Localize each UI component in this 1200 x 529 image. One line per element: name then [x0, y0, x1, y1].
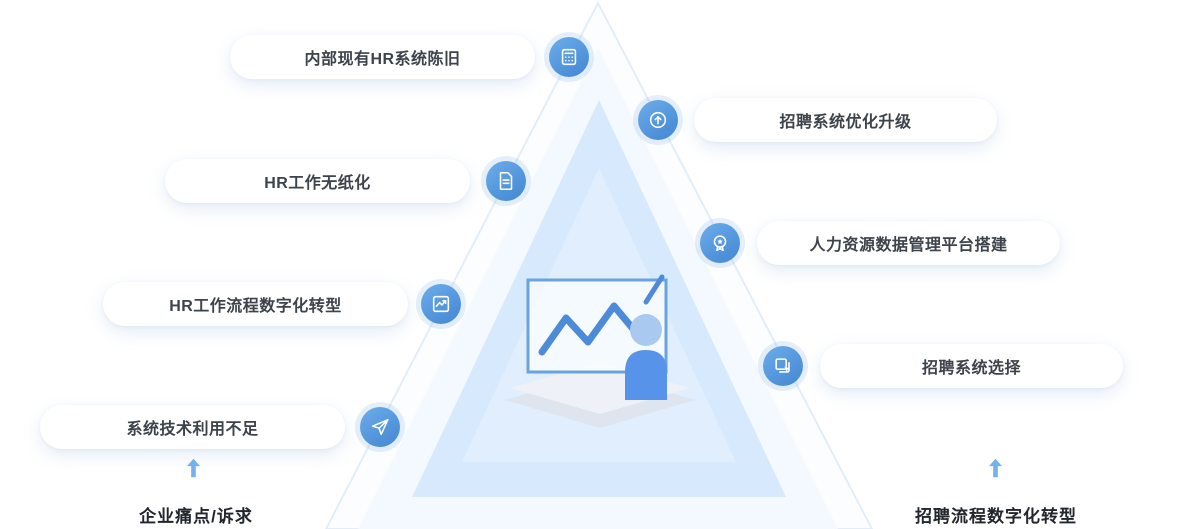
up-arrow-icon	[989, 458, 1002, 478]
pain-point-label: HR工作流程数字化转型	[169, 298, 342, 315]
upgrade-target-icon	[638, 100, 678, 140]
chart-icon	[421, 284, 461, 324]
footer-left-title: 企业痛点/诉求	[139, 507, 253, 526]
solution-pill: 人力资源数据管理平台搭建	[757, 221, 1060, 265]
document-icon	[486, 161, 526, 201]
pain-point-pill: HR工作流程数字化转型	[103, 282, 408, 326]
chart-flag-line	[643, 274, 665, 305]
pain-point-label: HR工作无纸化	[264, 175, 371, 192]
pain-point-pill: HR工作无纸化	[165, 159, 470, 203]
footer-right-title: 招聘流程数字化转型	[915, 507, 1077, 526]
solution-pill: 招聘系统选择	[820, 344, 1123, 388]
badge-icon	[700, 223, 740, 263]
pain-point-pill: 内部现有HR系统陈旧	[230, 35, 535, 79]
solution-pill: 招聘系统优化升级	[694, 98, 997, 142]
pain-point-label: 系统技术利用不足	[126, 421, 259, 438]
person-head	[630, 314, 662, 346]
chart-zigzag-line	[538, 302, 638, 356]
copy-cursor-icon	[763, 346, 803, 386]
pain-point-pill: 系统技术利用不足	[40, 405, 345, 449]
solution-label: 人力资源数据管理平台搭建	[809, 237, 1008, 254]
person-body	[625, 350, 667, 400]
paper-plane-icon	[360, 407, 400, 447]
up-arrow-icon	[187, 458, 200, 478]
calculator-icon	[549, 37, 589, 77]
pain-point-label: 内部现有HR系统陈旧	[304, 51, 461, 68]
solution-label: 招聘系统选择	[921, 360, 1021, 377]
solution-label: 招聘系统优化升级	[779, 114, 912, 131]
